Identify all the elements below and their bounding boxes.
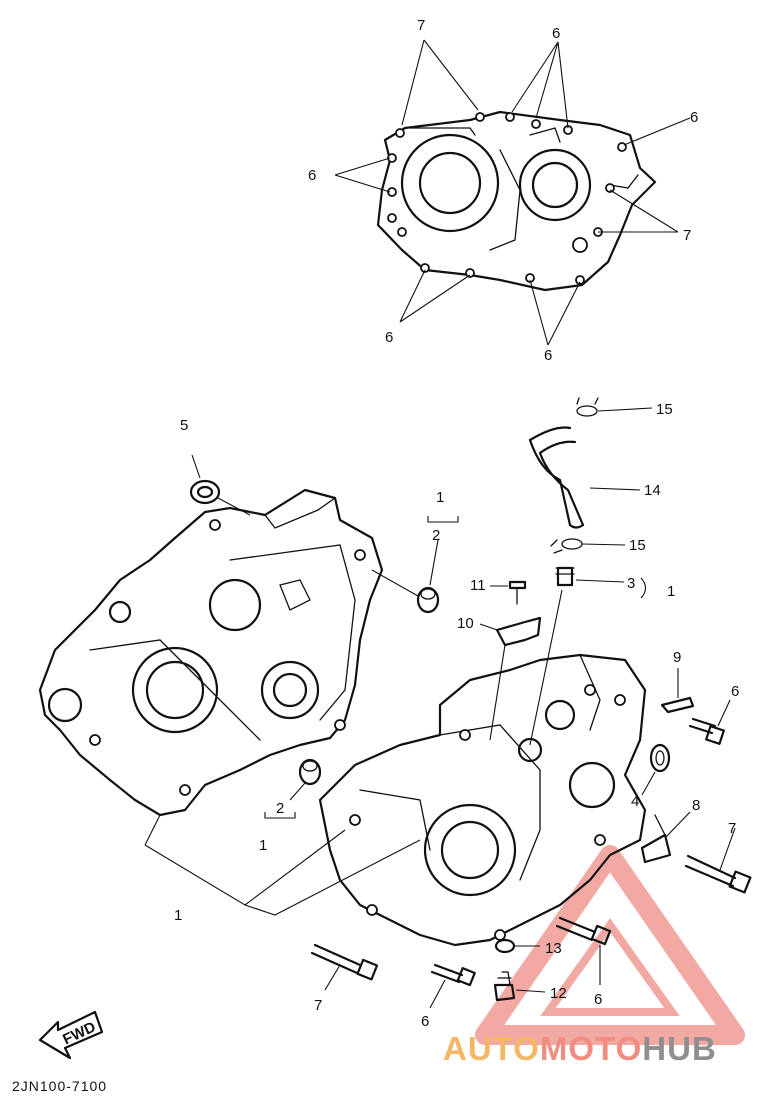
watermark-moto: MOTO [539, 1030, 643, 1067]
crankcase-right-half [318, 653, 647, 947]
callout-6-bottom-center: 6 [594, 991, 602, 1008]
bolt-part-6-center [555, 916, 612, 985]
bracket-part-8 [640, 811, 691, 864]
callout-9: 9 [673, 649, 681, 666]
bolt-part-6-lower-left [429, 963, 476, 1009]
diagram-code: 2JN100-7100 [12, 1078, 108, 1094]
callout-6-right: 6 [731, 683, 739, 700]
watermark-text: AUTOMOTOHUB [443, 1030, 717, 1068]
callout-13: 13 [545, 940, 562, 957]
callout-7-top-right: 7 [683, 227, 691, 244]
callout-12: 12 [550, 985, 567, 1002]
bolt-part-7-left [310, 943, 379, 991]
callout-1-right: 1 [667, 583, 675, 600]
hose-clamp-part-15-upper [576, 397, 653, 417]
callout-11: 11 [470, 577, 486, 594]
callout-6-bottom-left: 6 [421, 1013, 429, 1030]
callout-8: 8 [692, 797, 700, 814]
callout-6-top-bottom-left: 6 [385, 329, 393, 346]
callout-labels: 7 6 6 6 7 6 6 15 14 15 5 1 2 3 1 11 10 9… [174, 17, 739, 1030]
callout-15-lower: 15 [629, 537, 646, 554]
callout-1-left: 1 [259, 837, 267, 854]
callout-5: 5 [180, 417, 188, 434]
callout-6-top-bottom-right: 6 [544, 347, 552, 364]
group-brackets [264, 516, 647, 819]
callout-4: 4 [631, 793, 639, 810]
leader-lines-top [334, 39, 691, 346]
callout-10: 10 [457, 615, 474, 632]
callout-7-bottom: 7 [314, 997, 322, 1014]
callout-14: 14 [644, 482, 661, 499]
breather-hose-part-14 [528, 426, 641, 529]
nut-part-13 [494, 938, 540, 954]
bolt-part-7-right [684, 827, 752, 894]
callout-2-upper: 2 [432, 527, 440, 544]
callout-2-lower: 2 [276, 800, 284, 817]
oil-seal-part-4 [641, 743, 671, 796]
callout-7-right: 7 [728, 820, 736, 837]
drain-plug-part-12 [493, 971, 546, 1002]
screw-part-11 [490, 580, 527, 605]
callout-6-top: 6 [552, 25, 560, 42]
callout-15-upper: 15 [656, 401, 673, 418]
callout-6-top-right: 6 [690, 109, 698, 126]
hose-clamp-part-15-lower [550, 538, 626, 554]
callout-6-top-left: 6 [308, 167, 316, 184]
watermark-auto: AUTO [443, 1030, 540, 1067]
crankcase-inner-view [376, 110, 657, 292]
watermark-hub: HUB [642, 1030, 717, 1067]
watermark-logo-icon [475, 845, 745, 1045]
callout-1-bottom: 1 [174, 907, 182, 924]
callout-1-upper: 1 [436, 489, 444, 506]
assembly-leader-1 [144, 814, 421, 916]
callout-7-top: 7 [417, 17, 425, 34]
fwd-label: FWD [60, 1018, 98, 1048]
dowel-pin-part-2-upper [371, 539, 440, 614]
dowel-pin-part-2-lower [289, 758, 322, 801]
clamp-part-9 [660, 668, 695, 714]
oil-seal-part-5 [189, 454, 251, 516]
crankcase-left-half [38, 488, 384, 817]
bracket-part-10 [479, 616, 542, 741]
callout-3: 3 [627, 575, 635, 592]
fwd-arrow-icon: FWD [38, 1010, 104, 1060]
breather-nipple-part-3 [529, 566, 625, 746]
bolt-part-6-right-upper [688, 699, 731, 745]
